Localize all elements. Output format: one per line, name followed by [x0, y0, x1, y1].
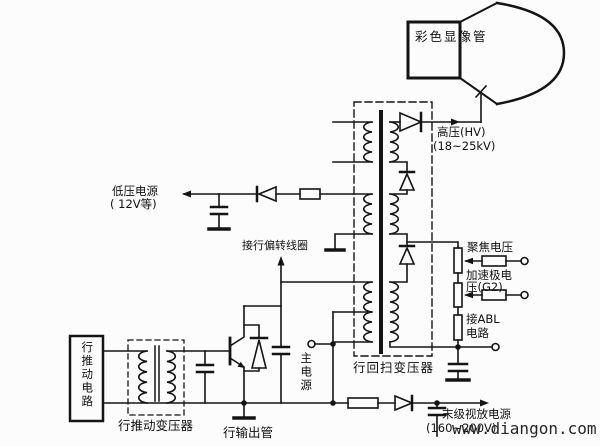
drive-stage [68, 334, 231, 423]
g2-wiper-arrow [464, 291, 473, 299]
g2-label-line1: 加速极电 [466, 268, 512, 282]
lv-diode [256, 185, 277, 203]
low-voltage-branch [182, 185, 373, 231]
anode-cap-tick [474, 84, 488, 99]
diode2 [398, 172, 416, 191]
video-supply-arrow [480, 399, 489, 407]
focus-pot-resistor [453, 247, 463, 274]
video-supply-label-line1: 末级视放电源 [442, 407, 511, 421]
video-supply-diode [394, 394, 415, 412]
hv-diode [399, 111, 424, 133]
lv-label-line2: ( 12V等) [110, 197, 157, 211]
g2-terminal [520, 290, 529, 300]
hv-arrow [451, 118, 460, 126]
g2-pot-resistor [453, 282, 463, 308]
bottom-rail [102, 311, 489, 437]
lv-label-line1: 低压电源 [112, 184, 158, 198]
drive-transformer-box [127, 339, 185, 416]
video-supply-label-line2: (160~200V) [426, 421, 497, 435]
abl-label-line2: 电路 [466, 326, 489, 340]
lv-resistor [299, 188, 321, 200]
flyback-primary-windings [280, 121, 373, 343]
focus-terminal [520, 256, 529, 266]
divider-chain [406, 241, 529, 382]
deflection-arrow [277, 256, 285, 266]
flyback-transformer-label: 行回扫变压器 [353, 360, 435, 375]
damper-diode [250, 339, 268, 369]
focus-wiper-arrow [464, 257, 473, 265]
abl-label-line1: 接ABL [466, 312, 500, 326]
hv-label-line2: (18~25kV) [433, 139, 496, 153]
drive-transformer-label: 行推动变压器 [118, 418, 194, 433]
drive-secondary [166, 350, 177, 404]
drive-circuit-box [68, 334, 105, 423]
watermark-text: www.diangon.com [452, 419, 597, 438]
diode3 [398, 246, 416, 265]
output-transistor-stage [228, 256, 291, 420]
drive-circuit-label: 行推动电路 [80, 341, 95, 409]
video-supply-resistor [347, 397, 379, 409]
transistor-collector [228, 305, 245, 348]
flyback-secondary-windings [389, 121, 459, 348]
deflection-coil-label: 接行偏转线圈 [242, 239, 308, 252]
emitter-arrow [237, 361, 245, 368]
crt-tube-symbol [406, 1, 566, 123]
crt-label: 彩色显像管 [415, 29, 488, 44]
lv-arrow [182, 190, 191, 198]
focus-series-resistor [481, 255, 507, 267]
hv-rectifier [389, 111, 482, 133]
main-power-terminal [307, 339, 316, 349]
output-tube-label: 行输出管 [223, 425, 274, 440]
drive-primary [137, 350, 148, 404]
abl-resistor [453, 314, 463, 341]
g2-label-line2: 压(G2) [466, 280, 503, 294]
hv-label-line1: 高压(HV) [437, 125, 486, 139]
flyback-transformer-box [353, 101, 433, 357]
focus-label: 聚焦电压 [467, 240, 513, 254]
main-power-label: 主电源 [299, 352, 314, 393]
abl-terminal [491, 342, 500, 352]
